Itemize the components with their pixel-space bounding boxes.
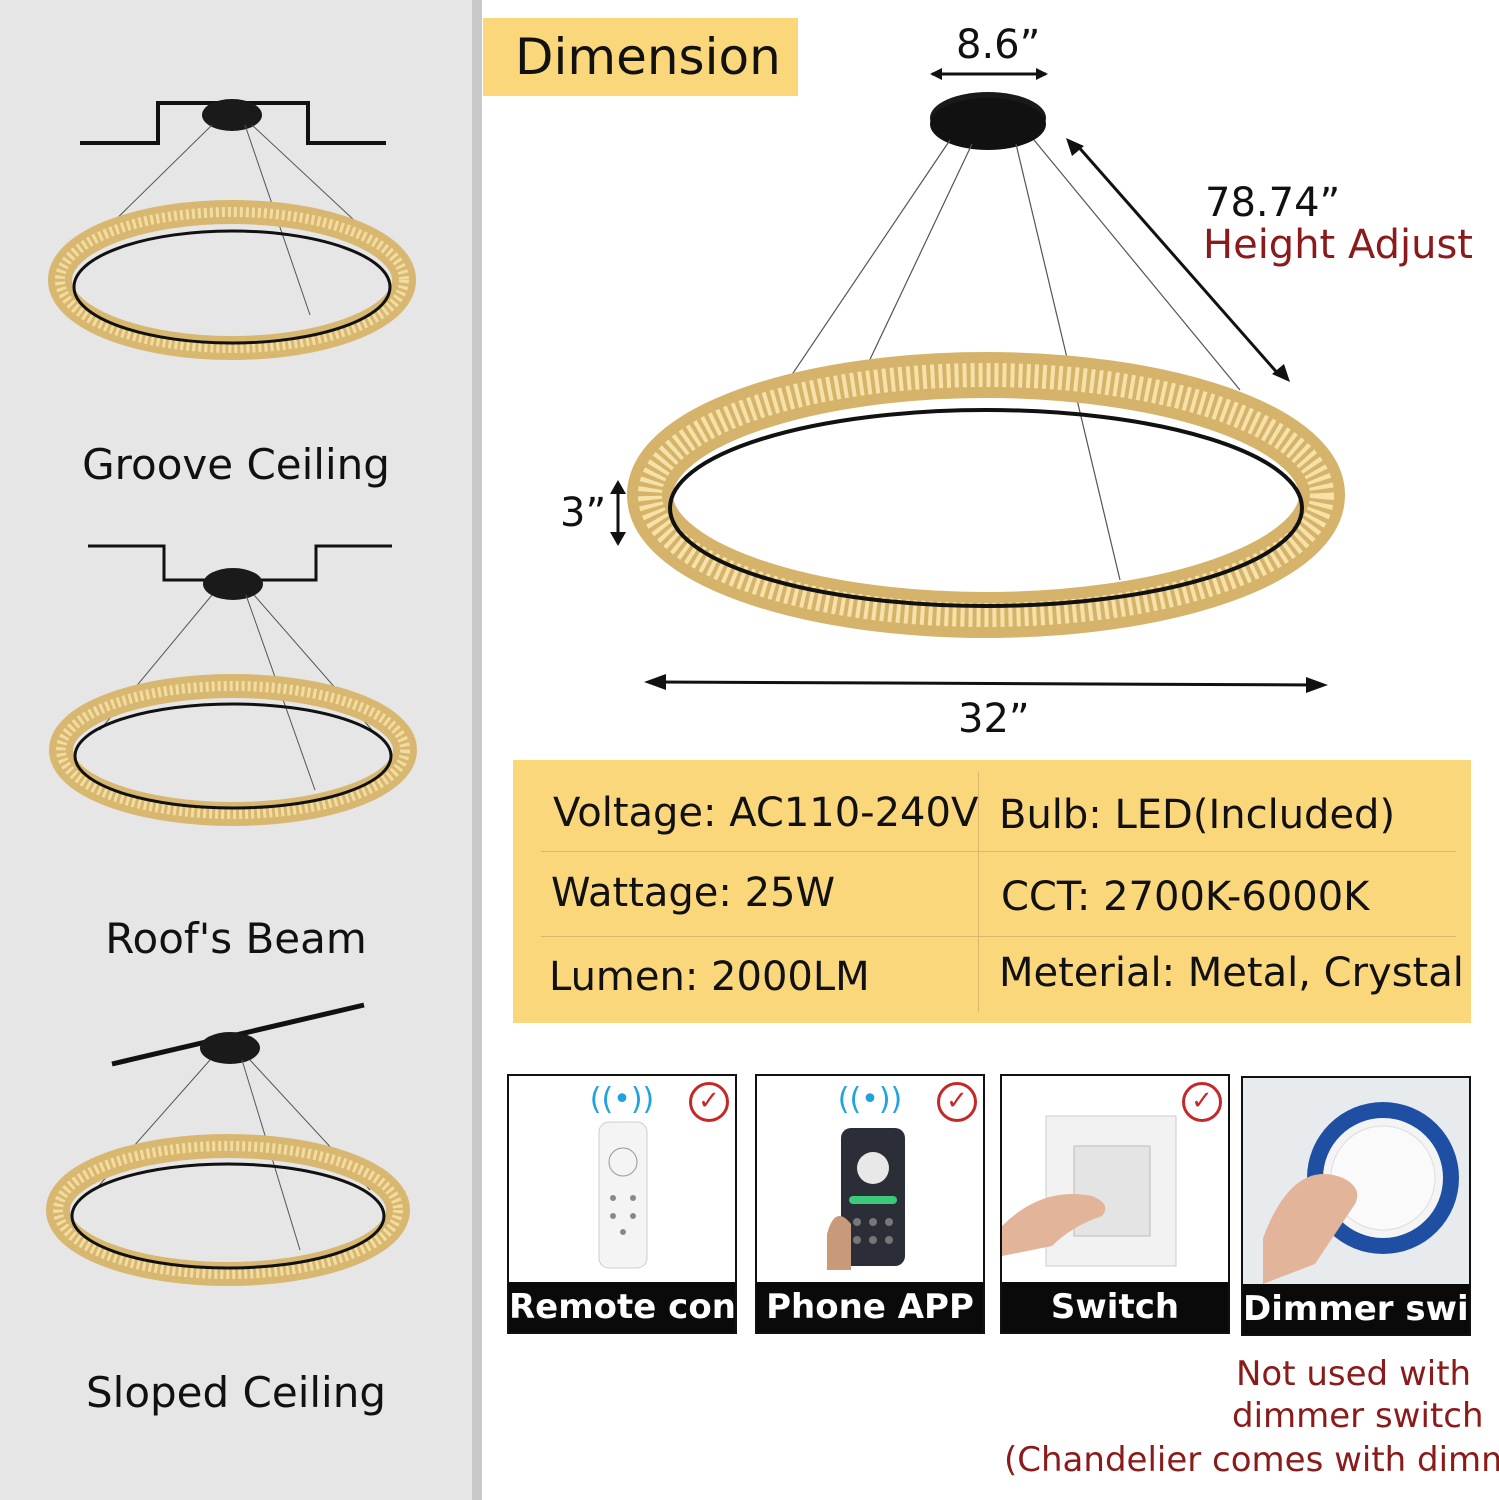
mount-label-roof-beam: Roof's Beam [105,914,367,963]
control-label-phone: Phone APP [757,1282,983,1332]
spec-cct: CCT: 2700K-6000K [1001,874,1370,920]
mount-label-sloped: Sloped Ceiling [86,1368,386,1417]
wifi-icon: ((•)) [589,1082,655,1117]
dimmer-knob-icon [1243,1078,1469,1284]
dimension-title-badge: Dimension [483,18,798,96]
spec-lumen: Lumen: 2000LM [549,954,870,1000]
phone-app-icon [827,1128,905,1270]
supported-check-icon: ✓ [937,1082,977,1122]
spec-table: Voltage: AC110-240V Bulb: LED(Included) … [513,760,1471,1023]
sloped-ceiling-illustration [46,1002,410,1286]
panel-divider [472,0,482,1500]
dimension-title: Dimension [515,28,781,86]
control-card-switch: ✓ Switch [1000,1074,1230,1334]
wall-switch-icon [1002,1115,1177,1267]
spec-wattage: Wattage: 25W [551,870,836,916]
dimmer-note-line3: (Chandelier comes with dimmer) [1004,1440,1499,1480]
control-card-phone: ((•)) ✓ Phone APP [755,1074,985,1334]
mount-label-groove: Groove Ceiling [82,440,390,489]
dimmer-note-line2: dimmer switch [1232,1396,1484,1436]
ring-diameter-label: 32” [958,696,1030,742]
spec-voltage: Voltage: AC110-240V [553,790,979,836]
supported-check-icon: ✓ [689,1082,729,1122]
cable-length-label: 78.74” [1205,180,1341,226]
control-card-dimmer: ✕ Dimmer switch [1241,1076,1471,1336]
chandelier-dimension-drawing [610,68,1345,693]
height-adjust-label: Height Adjust [1203,222,1473,268]
spec-divider-row1 [541,851,1456,852]
remote-control-icon [598,1121,648,1269]
groove-ceiling-illustration [48,99,416,360]
spec-divider-row2 [541,936,1456,937]
control-label-dimmer: Dimmer switch [1243,1284,1469,1334]
control-label-switch: Switch [1002,1282,1228,1332]
control-label-remote: Remote contro [509,1282,735,1332]
canopy-width-label: 8.6” [956,22,1041,68]
supported-check-icon: ✓ [1182,1082,1222,1122]
dimmer-note-line1: Not used with [1236,1354,1472,1394]
roof-beam-illustration [49,544,417,826]
control-card-remote: ((•)) ✓ Remote contro [507,1074,737,1334]
spec-bulb: Bulb: LED(Included) [999,792,1396,838]
ring-height-label: 3” [560,490,607,536]
spec-divider-vertical [978,772,979,1012]
wifi-icon: ((•)) [837,1082,903,1117]
spec-material: Meterial: Metal, Crystal [999,950,1464,996]
